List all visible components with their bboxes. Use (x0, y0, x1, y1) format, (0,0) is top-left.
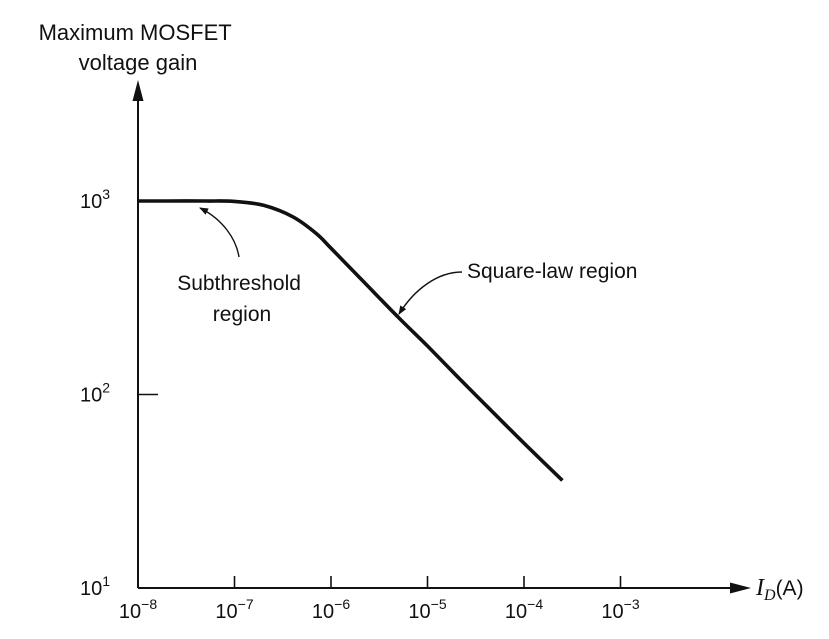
y-tick-base: 10 (80, 385, 102, 407)
x-tick-exponent: −3 (624, 596, 640, 612)
x-axis-title: ID(A) (755, 575, 804, 604)
x-tick-label: 10−4 (505, 596, 543, 623)
subthreshold-annotation-leader (199, 207, 240, 258)
square-law-annotation-leader (398, 271, 463, 315)
x-tick-exponent: −8 (141, 596, 157, 612)
x-tick-base: 10 (408, 601, 430, 623)
y-tick-exponent: 3 (102, 186, 110, 202)
subthreshold-annotation-label: Subthreshold region (177, 272, 307, 326)
y-tick-exponent: 2 (102, 380, 110, 396)
x-tick-label: 10−5 (408, 596, 446, 623)
y-axis-title-line-2: voltage gain (79, 50, 198, 75)
square-law-annotation-label: Square-law region (467, 260, 637, 283)
x-tick-label: 10−6 (312, 596, 350, 623)
y-tick-label: 102 (80, 380, 110, 407)
subthreshold-annotation-line-1: Subthreshold (177, 272, 301, 295)
x-tick-exponent: −4 (527, 596, 543, 612)
x-tick-base: 10 (505, 601, 527, 623)
x-axis-title-var: I (755, 575, 765, 601)
x-tick-base: 10 (215, 601, 237, 623)
y-tick-base: 10 (80, 191, 102, 213)
x-tick-base: 10 (312, 601, 334, 623)
x-tick-label: 10−8 (119, 596, 157, 623)
y-tick-label: 101 (80, 573, 110, 600)
gain-curve (138, 199, 564, 482)
x-tick-exponent: −5 (431, 596, 447, 612)
x-tick-exponent: −7 (238, 596, 254, 612)
x-tick-label: 10−3 (601, 596, 639, 623)
y-axis-arrow (132, 80, 144, 101)
y-tick-exponent: 1 (102, 573, 110, 589)
x-tick-exponent: −6 (334, 596, 350, 612)
subthreshold-annotation-line-2: region (213, 303, 271, 326)
x-axis-title-unit: (A) (776, 577, 804, 600)
x-tick-base: 10 (601, 601, 623, 623)
x-axis-arrow (730, 582, 751, 594)
y-tick-base: 10 (80, 578, 102, 600)
x-axis-title-sub: D (763, 587, 776, 604)
y-axis-title: Maximum MOSFET voltage gain (39, 20, 238, 75)
x-tick-label: 10−7 (215, 596, 253, 623)
y-axis-title-line-1: Maximum MOSFET (39, 20, 232, 45)
y-tick-label: 103 (80, 186, 110, 213)
x-tick-base: 10 (119, 601, 141, 623)
